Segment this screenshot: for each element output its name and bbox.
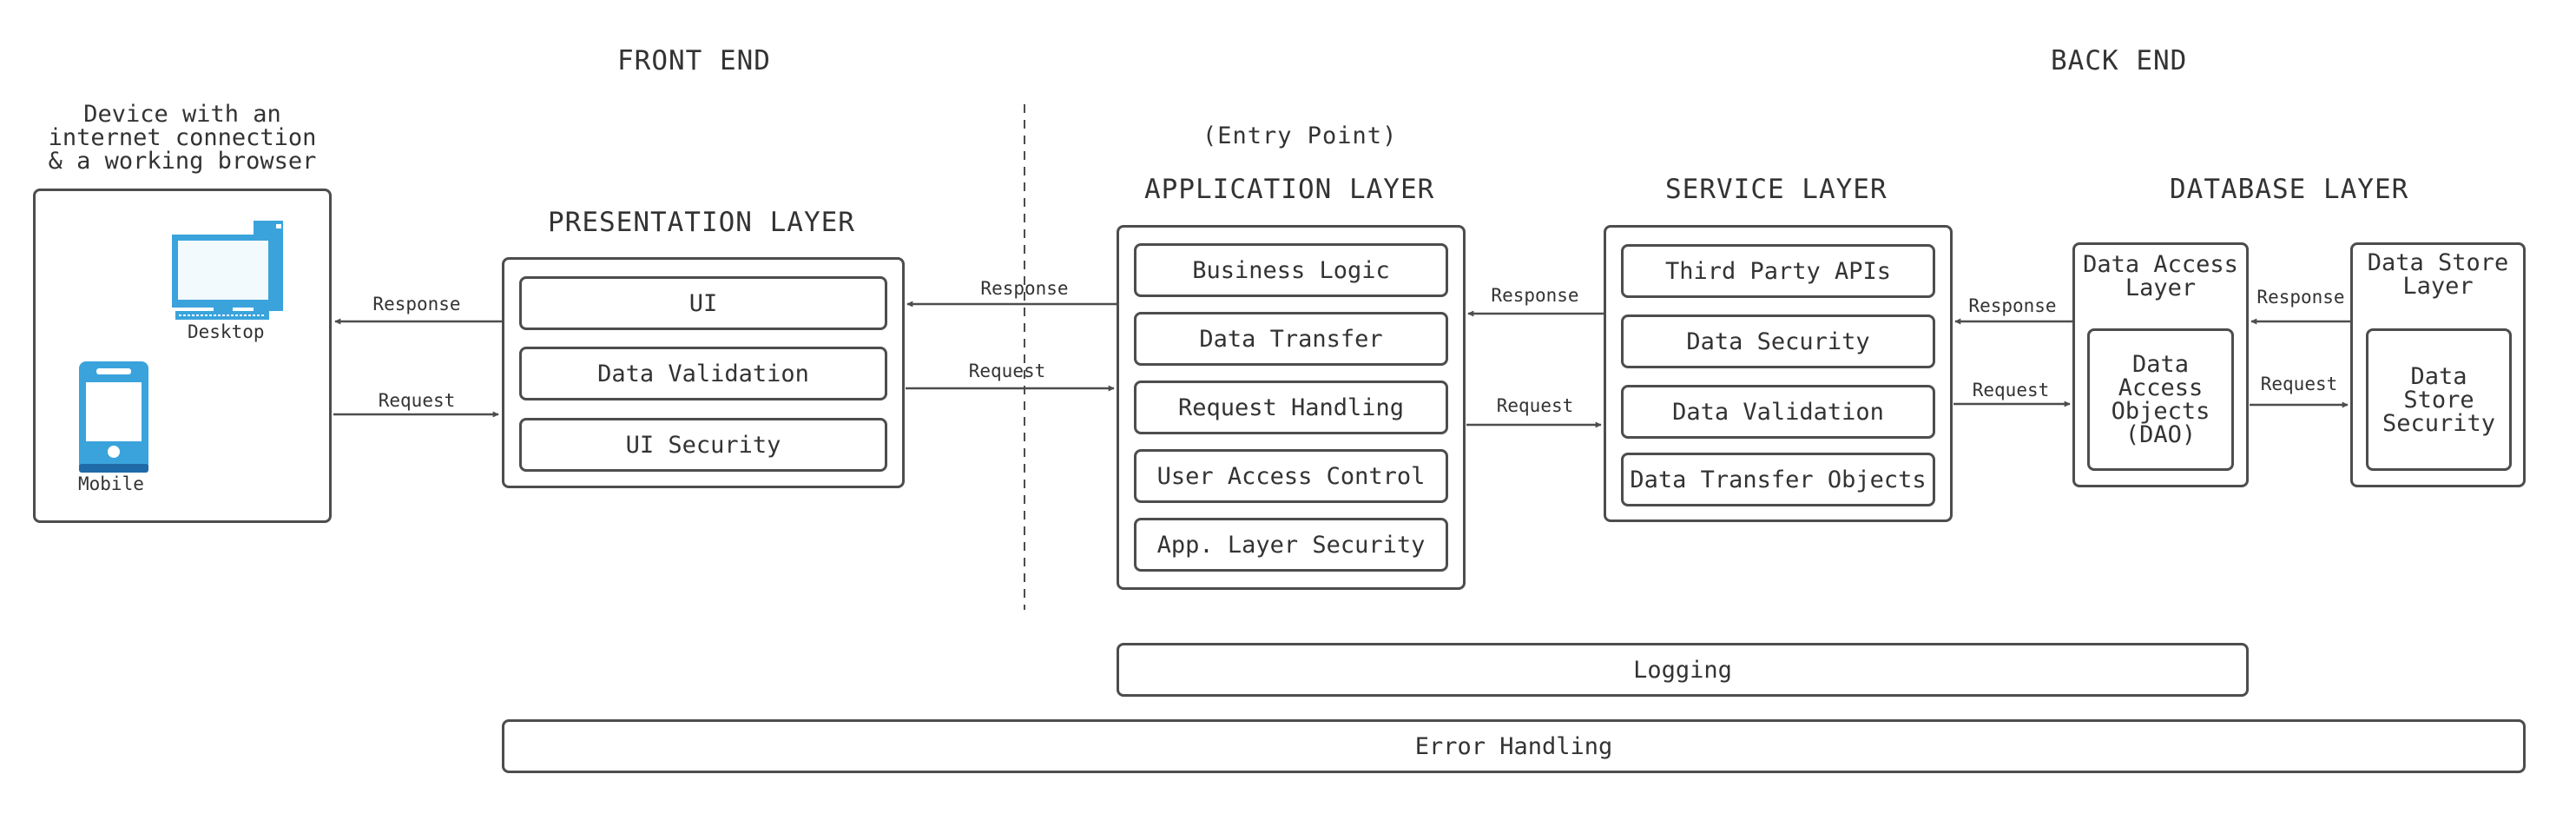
request-label: Request: [378, 390, 456, 411]
device-caption-line: Device with an: [83, 101, 281, 128]
application-item-app-layer-security: App. Layer Security: [1134, 518, 1448, 572]
service-item-third-party-apis: Third Party APIs: [1621, 244, 1935, 298]
back-end-heading: BACK END: [2051, 45, 2188, 76]
dao-box: Data Access Objects (DAO): [2087, 328, 2234, 471]
response-label: Response: [372, 294, 461, 314]
database-layer-heading: DATABASE LAYER: [2170, 174, 2409, 205]
data-access-title-line: Layer: [2125, 275, 2197, 301]
data-store-line: Security: [2382, 409, 2496, 437]
response-label: Response: [2256, 287, 2345, 308]
application-layer-heading: APPLICATION LAYER: [1144, 174, 1435, 205]
data-store-title-line: Layer: [2402, 273, 2474, 300]
desktop-icon: [172, 221, 283, 320]
response-label: Response: [1491, 285, 1579, 306]
request-label: Request: [1972, 380, 2050, 400]
desktop-label: Desktop: [188, 321, 265, 342]
data-store-title-line: Data Store: [2367, 249, 2509, 276]
entry-point-label: (Entry Point): [1202, 122, 1398, 149]
data-store-line: Data: [2410, 362, 2467, 390]
dao-line: (DAO): [2125, 421, 2197, 448]
data-access-title-line: Data Access: [2083, 251, 2238, 278]
data-store-security-box: Data Store Security: [2366, 328, 2512, 471]
response-label: Response: [980, 278, 1069, 299]
application-item-data-transfer: Data Transfer: [1134, 312, 1448, 366]
presentation-item-ui: UI: [519, 276, 887, 330]
mobile-label: Mobile: [78, 473, 144, 494]
service-item-data-security: Data Security: [1621, 314, 1935, 368]
logging-bar: Logging: [1117, 643, 2249, 697]
mobile-icon: [79, 361, 148, 473]
service-item-data-transfer-objects: Data Transfer Objects: [1621, 453, 1935, 506]
presentation-layer-heading: PRESENTATION LAYER: [548, 207, 855, 238]
application-item-business-logic: Business Logic: [1134, 243, 1448, 297]
front-end-heading: FRONT END: [617, 45, 771, 76]
request-label: Request: [2260, 374, 2338, 394]
dao-line: Data: [2131, 351, 2190, 378]
dao-line: Objects: [2111, 398, 2210, 425]
presentation-item-ui-security: UI Security: [519, 418, 887, 472]
device-caption-line: internet connection: [48, 124, 317, 151]
request-label: Request: [968, 361, 1046, 381]
data-store-layer-title: Data Store Layer: [2353, 251, 2523, 298]
response-label: Response: [1968, 295, 2057, 316]
presentation-item-data-validation: Data Validation: [519, 347, 887, 400]
service-layer-heading: SERVICE LAYER: [1665, 174, 1888, 205]
device-caption: Device with an internet connection & a w…: [17, 103, 347, 173]
dao-line: Access: [2118, 374, 2204, 401]
request-label: Request: [1496, 395, 1574, 416]
application-item-user-access-control: User Access Control: [1134, 449, 1448, 503]
error-handling-bar: Error Handling: [502, 719, 2526, 773]
application-item-request-handling: Request Handling: [1134, 381, 1448, 434]
data-store-line: Store: [2403, 386, 2474, 414]
device-caption-line: & a working browser: [48, 148, 317, 175]
data-access-layer-title: Data Access Layer: [2075, 253, 2246, 300]
service-item-data-validation: Data Validation: [1621, 385, 1935, 439]
